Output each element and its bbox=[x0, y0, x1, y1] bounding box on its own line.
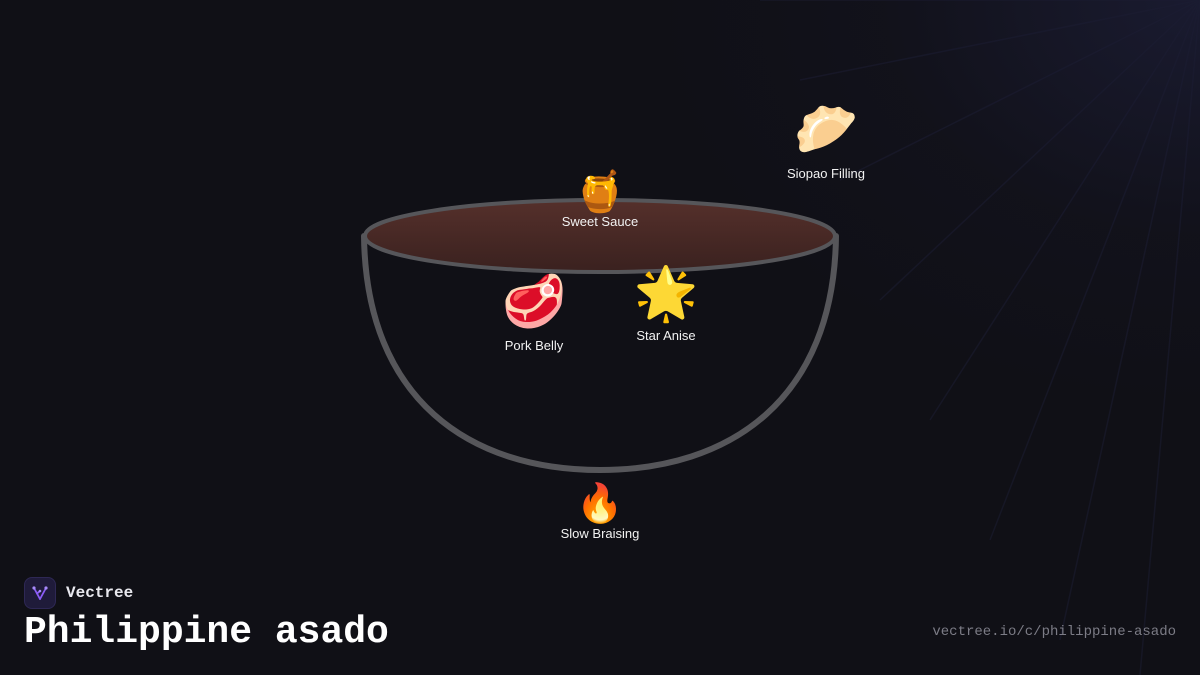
dumpling-icon: 🥟 bbox=[793, 100, 859, 160]
bowl-sauce-surface bbox=[363, 198, 837, 274]
star-icon: 🌟 bbox=[633, 264, 699, 324]
ingredient-label: Sweet Sauce bbox=[561, 214, 639, 229]
ingredient-slow-braising: 🔥 Slow Braising bbox=[520, 484, 680, 541]
ingredient-star-anise: 🌟 Star Anise bbox=[586, 268, 746, 343]
page-title: Philippine asado bbox=[24, 611, 389, 654]
ingredient-label: Siopao Filling bbox=[786, 166, 866, 181]
ingredient-label: Star Anise bbox=[636, 328, 696, 343]
ingredient-label: Pork Belly bbox=[504, 338, 564, 353]
ingredient-label: Slow Braising bbox=[560, 526, 640, 541]
ingredient-siopao-filling: 🥟 Siopao Filling bbox=[746, 104, 906, 181]
fire-icon: 🔥 bbox=[576, 481, 624, 525]
honey-pot-icon: 🍯 bbox=[575, 169, 625, 215]
ingredient-pork-belly: 🥩 Pork Belly bbox=[454, 276, 614, 353]
page-url: vectree.io/c/philippine-asado bbox=[932, 624, 1176, 640]
brand-name: Vectree bbox=[66, 584, 134, 602]
ingredient-sweet-sauce: 🍯 Sweet Sauce bbox=[520, 172, 680, 229]
brand: Vectree bbox=[24, 577, 133, 609]
vectree-tree-icon bbox=[24, 577, 56, 609]
meat-icon: 🥩 bbox=[501, 272, 567, 332]
bowl-body bbox=[361, 233, 839, 474]
